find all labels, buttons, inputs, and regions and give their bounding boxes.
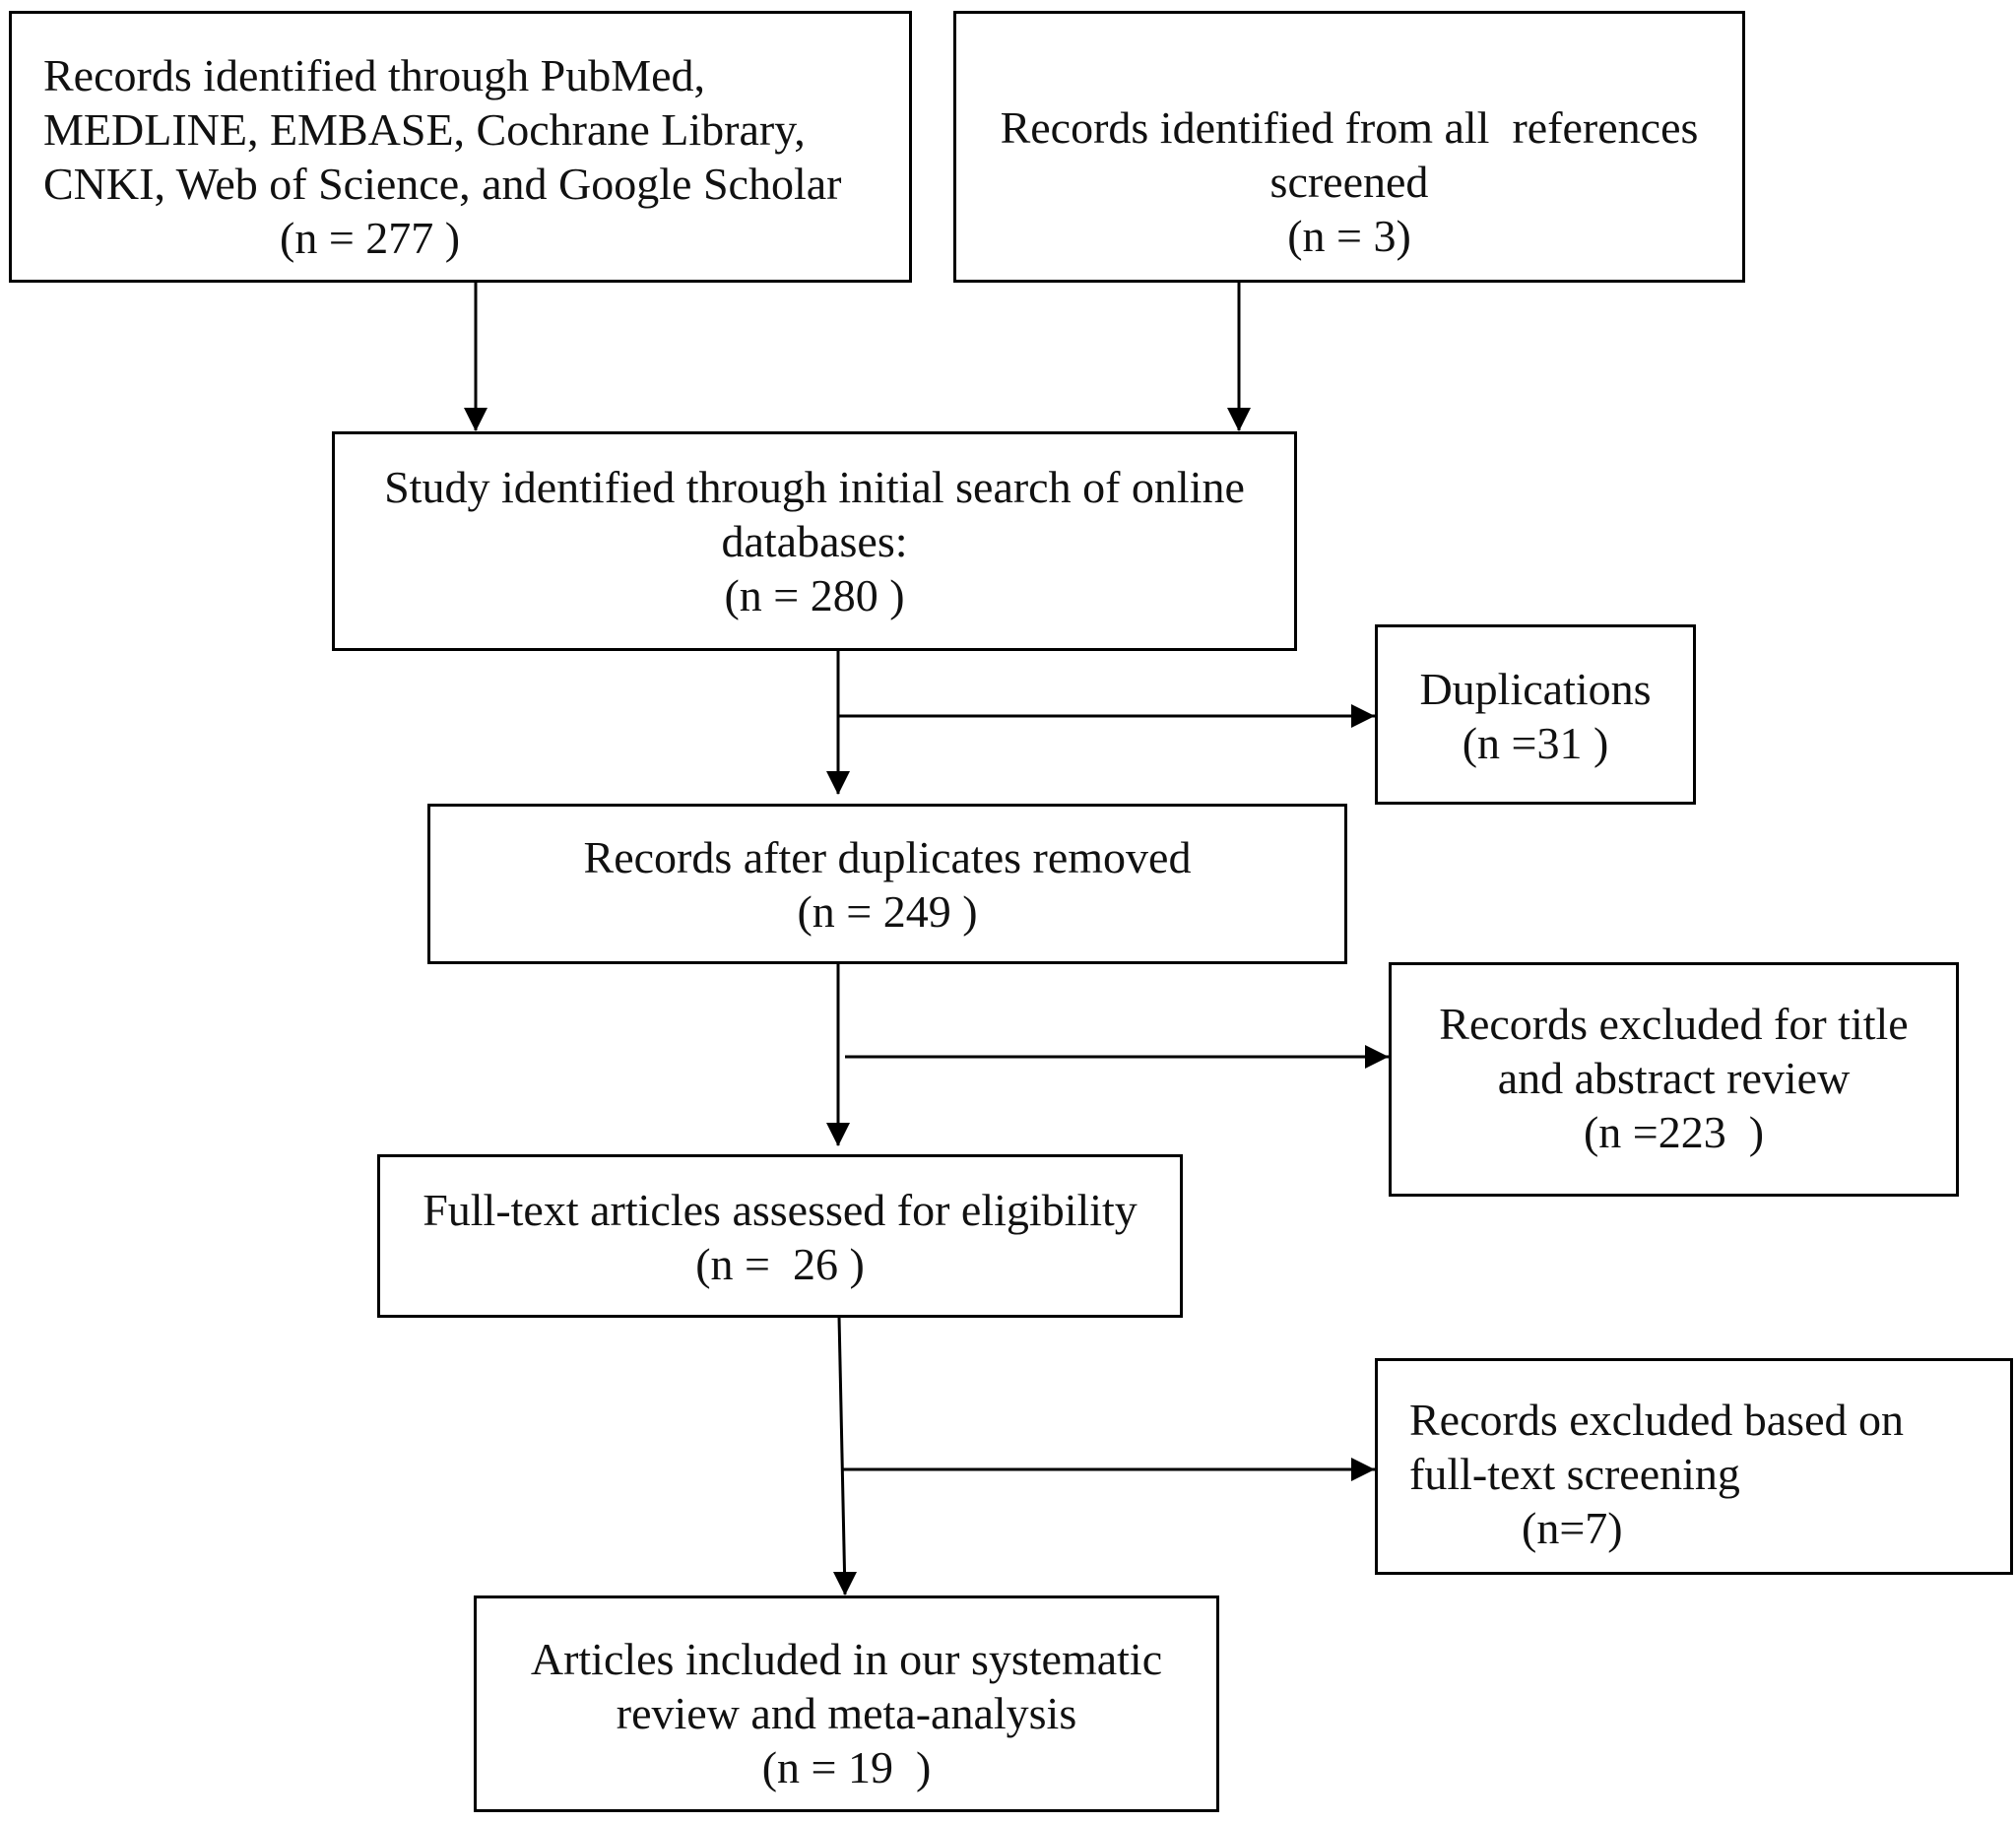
arrowhead-to-excluded-title (1365, 1045, 1389, 1069)
box-text-line: and abstract review (1497, 1053, 1851, 1103)
box-text-line: Records identified from all references (1000, 102, 1699, 153)
arrow-fulltext-to-included (837, 1316, 847, 1595)
box-text-line: Records excluded for title (1439, 999, 1909, 1049)
arrowhead-to-duplications (1351, 704, 1375, 728)
count-label: (n = 26 ) (695, 1239, 865, 1289)
box-text-line: MEDLINE, EMBASE, Cochrane Library, (43, 104, 806, 155)
box-text-line: screened (1269, 157, 1429, 207)
box-text-line: CNKI, Web of Science, and Google Scholar (43, 159, 842, 209)
box-text-line: Records excluded based on (1409, 1395, 1905, 1445)
count-label: (n =223 ) (1583, 1107, 1765, 1157)
excluded-fulltext-box: Records excluded based on full-text scre… (1375, 1358, 2013, 1575)
box-text-line: Study identified through initial search … (384, 462, 1245, 512)
arrowhead-db-to-initial (464, 408, 488, 431)
arrowhead-to-excluded-fulltext (1351, 1458, 1375, 1481)
after-duplicates-box: Records after duplicates removed (n = 24… (427, 804, 1347, 964)
box-text-line: Records after duplicates removed (583, 832, 1192, 882)
excluded-title-abstract-box: Records excluded for title and abstract … (1389, 962, 1959, 1197)
count-label: (n = 249 ) (797, 886, 978, 937)
count-label: (n = 19 ) (761, 1742, 932, 1792)
initial-search-box: Study identified through initial search … (332, 431, 1297, 651)
count-label: (n=7) (1522, 1503, 1623, 1553)
box-text-line: Records identified through PubMed, (43, 50, 706, 100)
box-text-line: databases: (721, 516, 908, 566)
arrowhead-refs-to-initial (1227, 408, 1251, 431)
arrowhead-fulltext-to-included (833, 1572, 857, 1595)
arrowhead-after-dup-to-fulltext (826, 1123, 850, 1146)
box-text-line: full-text screening (1409, 1449, 1740, 1499)
box-text-line: Full-text articles assessed for eligibil… (423, 1185, 1138, 1235)
arrowhead-initial-to-after-dup (826, 771, 850, 795)
box-text-line: Articles included in our systematic (530, 1634, 1163, 1684)
records-database-search-box: Records identified through PubMed, MEDLI… (9, 11, 912, 283)
duplications-box: Duplications (n =31 ) (1375, 624, 1696, 805)
box-text-line: Duplications (1419, 664, 1652, 714)
fulltext-assessed-box: Full-text articles assessed for eligibil… (377, 1154, 1183, 1318)
count-label: (n = 277 ) (280, 213, 461, 263)
count-label: (n = 280 ) (724, 570, 905, 620)
articles-included-box: Articles included in our systematic revi… (474, 1595, 1219, 1812)
box-text-line: review and meta-analysis (616, 1688, 1077, 1738)
count-label: (n = 3) (1287, 211, 1411, 261)
count-label: (n =31 ) (1462, 718, 1609, 768)
records-references-box: Records identified from all references s… (953, 11, 1745, 283)
